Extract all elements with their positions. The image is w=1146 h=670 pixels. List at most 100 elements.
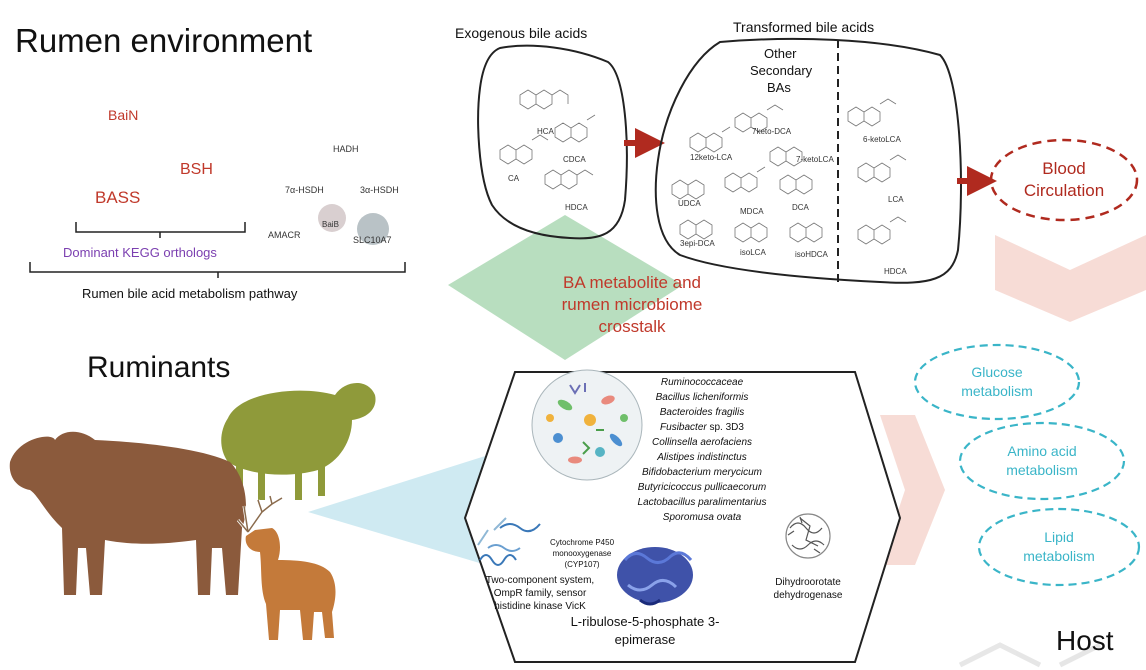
baib-bubble xyxy=(318,204,346,232)
exogenous-title: Exogenous bile acids xyxy=(455,25,587,41)
deer-icon xyxy=(236,495,336,640)
acid-3epi-dca: 3epi-DCA xyxy=(680,239,715,248)
acid-7keto-dca: 7keto-DCA xyxy=(752,127,792,136)
lipid-line-1: Lipid xyxy=(1044,529,1074,545)
two-component-line-1: Two-component system, xyxy=(486,575,594,586)
amino-acid-line-1: Amino acid xyxy=(1007,443,1076,459)
rumen-title: Rumen environment xyxy=(15,22,312,59)
host-label: Host xyxy=(1056,625,1114,656)
crosstalk-line-3: crosstalk xyxy=(598,317,666,336)
taxon-10: Sporomusa ovata xyxy=(663,512,742,523)
transformed-cell xyxy=(654,37,962,284)
blood-label-2: Circulation xyxy=(1024,181,1104,200)
dihydroorotate-protein-icon xyxy=(785,513,831,559)
acid-mdca: MDCA xyxy=(740,207,764,216)
taxon-4-name: Fusibacter xyxy=(660,422,707,433)
glucose-line-2: metabolism xyxy=(961,383,1033,399)
epimerase-line-2: epimerase xyxy=(615,632,676,647)
host-chevron-top xyxy=(995,235,1146,322)
gene-3a-hsdh: 3α-HSDH xyxy=(360,185,399,195)
crosstalk-line-2: rumen microbiome xyxy=(562,295,703,314)
taxon-1-name: Ruminococcaceae xyxy=(661,377,744,388)
acid-hca: HCA xyxy=(537,127,555,136)
other-secondary-1: Other xyxy=(764,46,797,61)
taxon-4: Fusibacter sp. 3D3 xyxy=(660,422,744,433)
other-secondary-3: BAs xyxy=(767,80,791,95)
glucose-ellipse xyxy=(913,343,1081,421)
gene-slc10a7: SLC10A7 xyxy=(353,235,392,245)
taxon-10-name: Sporomusa ovata xyxy=(663,512,742,523)
taxon-4-suffix: sp. 3D3 xyxy=(707,422,745,433)
taxon-3: Bacteroides fragilis xyxy=(660,407,744,418)
slc10a7-bubble xyxy=(357,213,389,245)
crosstalk-line-1: BA metabolite and xyxy=(563,273,701,292)
transformed-title: Transformed bile acids xyxy=(733,19,874,35)
gene-hadh: HADH xyxy=(333,144,359,154)
cyp-line-3: (CYP107) xyxy=(564,560,599,569)
taxon-7: Bifidobacterium merycicum xyxy=(642,467,762,478)
acid-udca: UDCA xyxy=(678,199,701,208)
taxon-6: Alistipes indistinctus xyxy=(656,452,746,463)
taxon-5: Collinsella aerofaciens xyxy=(652,437,752,448)
cow-icon xyxy=(9,431,246,595)
amino-acid-ellipse xyxy=(958,421,1126,501)
other-secondary-2: Secondary xyxy=(750,63,813,78)
blood-circulation-ellipse xyxy=(989,138,1139,222)
callout-wedge xyxy=(308,445,520,575)
dihydro-line-2: dehydrogenase xyxy=(774,590,843,601)
exogenous-cell xyxy=(477,44,628,240)
taxon-8: Butyricicoccus pullicaecorum xyxy=(638,482,766,493)
gene-bsh: BSH xyxy=(180,161,213,178)
amino-acid-line-2: metabolism xyxy=(1006,462,1078,478)
epimerase-line-1: L-ribulose-5-phosphate 3- xyxy=(571,614,720,629)
cyp-line-2: monooxygenase xyxy=(553,549,612,558)
acid-dca: DCA xyxy=(792,203,810,212)
acid-hdca-transformed: HDCA xyxy=(884,267,907,276)
microbiome-petri-icon xyxy=(531,369,643,481)
taxon-9-name: Lactobacillus paralimentarius xyxy=(638,497,767,508)
blood-label-1: Blood xyxy=(1042,159,1085,178)
gene-7a-hsdh: 7α-HSDH xyxy=(285,185,324,195)
taxon-2-name: Bacillus licheniformis xyxy=(656,392,749,403)
gene-baib: BaiB xyxy=(322,220,339,229)
taxon-1: Ruminococcaceae xyxy=(661,377,744,388)
sheep-icon xyxy=(221,382,376,500)
kegg-label: Dominant KEGG orthologs xyxy=(63,245,217,260)
gene-bass: BASS xyxy=(95,188,140,207)
taxon-5-name: Collinsella aerofaciens xyxy=(652,437,752,448)
pathway-label: Rumen bile acid metabolism pathway xyxy=(82,286,298,301)
glucose-line-1: Glucose xyxy=(971,364,1023,380)
transformed-structures xyxy=(671,98,907,245)
two-component-line-3: histidine kinase VicK xyxy=(494,601,586,612)
acid-cdca: CDCA xyxy=(563,155,586,164)
taxon-9: Lactobacillus paralimentarius xyxy=(638,497,767,508)
two-component-line-2: OmpR family, sensor xyxy=(494,588,587,599)
bottom-watermark xyxy=(958,642,1102,668)
taxon-6-name: Alistipes indistinctus xyxy=(656,452,746,463)
kegg-brace xyxy=(75,222,246,238)
dihydro-line-1: Dihydroorotate xyxy=(775,577,841,588)
cyp107-protein-icon xyxy=(617,547,693,606)
gene-amacr: AMACR xyxy=(268,230,301,240)
acid-ca: CA xyxy=(508,174,520,183)
pathway-brace xyxy=(29,262,406,278)
cyp-line-1: Cytochrome P450 xyxy=(550,538,615,547)
taxon-8-name: Butyricicoccus pullicaecorum xyxy=(638,482,766,493)
acid-lca: LCA xyxy=(888,195,904,204)
acid-isohdca: isoHDCA xyxy=(795,250,829,259)
acid-hdca-exo: HDCA xyxy=(565,203,588,212)
acid-6-ketolca: 6-ketoLCA xyxy=(863,135,901,144)
taxon-3-name: Bacteroides fragilis xyxy=(660,407,744,418)
acid-12keto-lca: 12keto-LCA xyxy=(690,153,733,162)
exogenous-structures xyxy=(499,89,596,190)
lipid-ellipse xyxy=(977,507,1141,587)
gene-bain: BaiN xyxy=(108,107,138,123)
crosstalk-diamond xyxy=(448,215,683,360)
acid-7-ketolca: 7-ketoLCA xyxy=(796,155,834,164)
lipid-line-2: metabolism xyxy=(1023,548,1095,564)
taxon-7-name: Bifidobacterium merycicum xyxy=(642,467,762,478)
histidine-kinase-protein-icon xyxy=(477,517,541,566)
taxa-list: Ruminococcaceae Bacillus licheniformis B… xyxy=(638,377,767,523)
ruminants-title: Ruminants xyxy=(87,351,230,384)
